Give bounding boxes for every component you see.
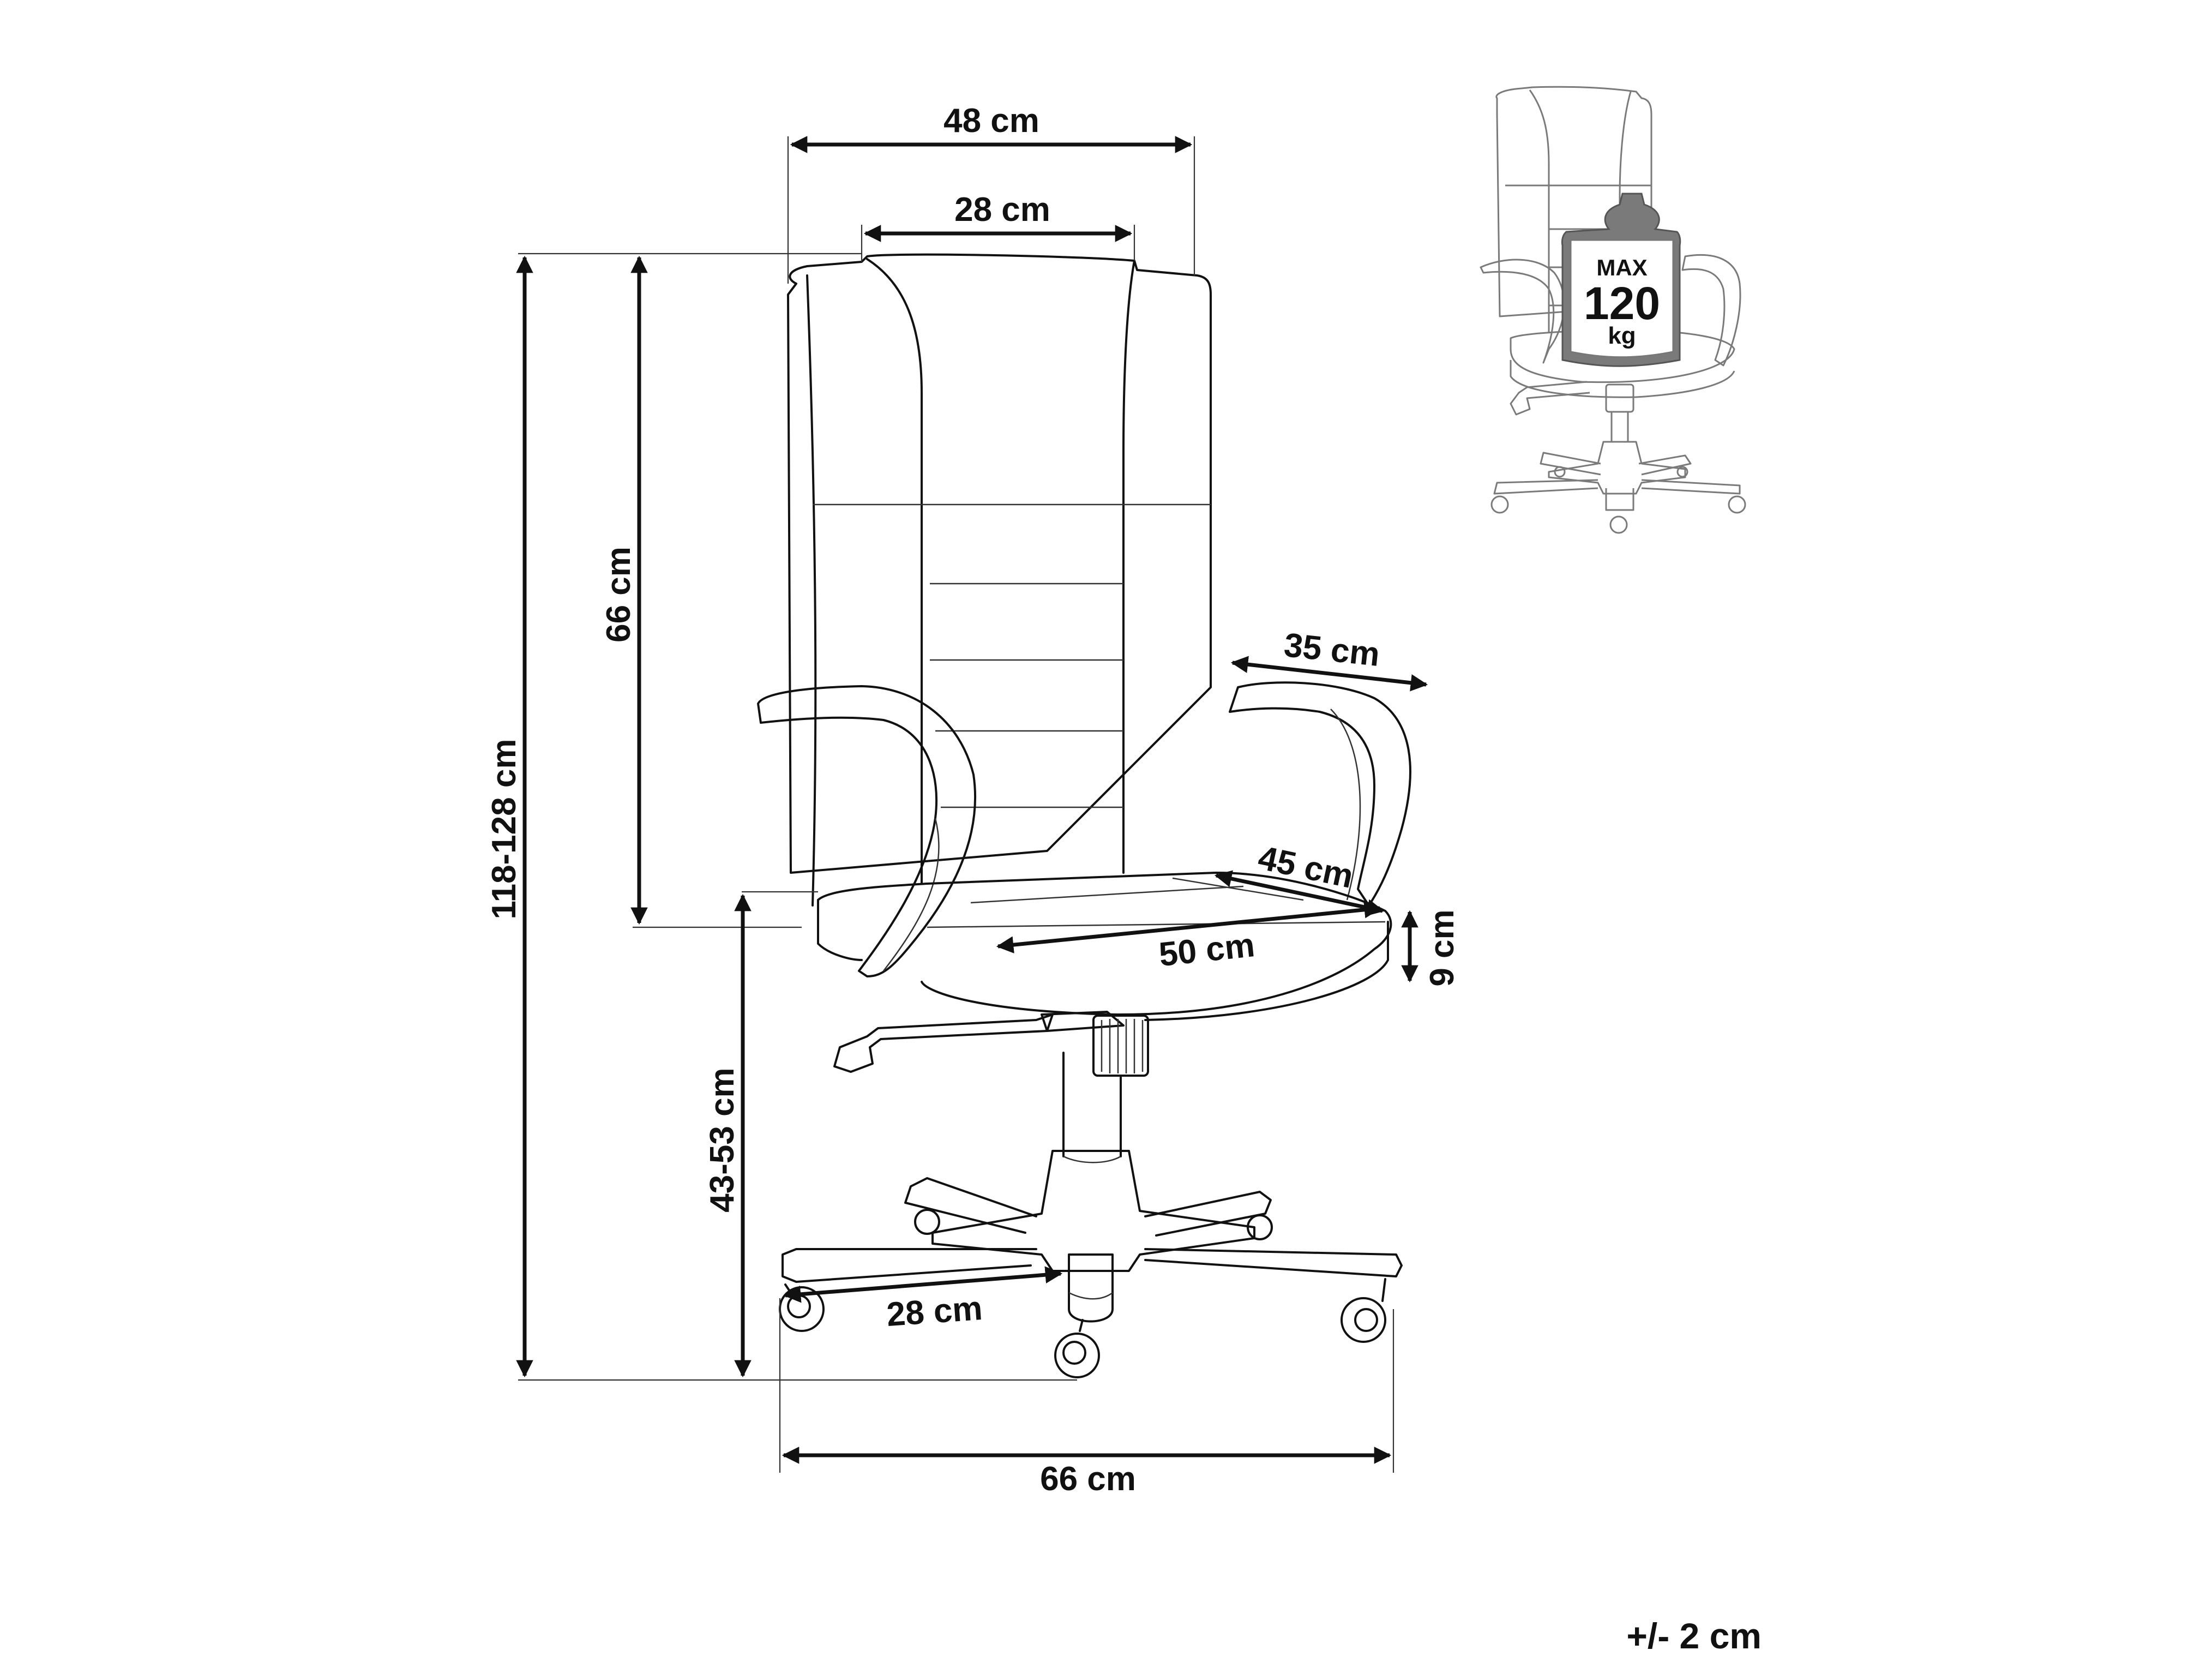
backrest-height-label: 66 cm — [600, 547, 638, 643]
dim-seat-width: 50 cm — [996, 901, 1382, 974]
backrest-width-label: 28 cm — [954, 191, 1050, 229]
weight-icon: MAX 120 kg — [1561, 193, 1681, 367]
base-radius-label: 28 cm — [885, 1289, 983, 1334]
dim-base-radius: 28 cm — [783, 1266, 1063, 1334]
load-unit: kg — [1608, 322, 1636, 349]
office-chair-icon — [757, 253, 1411, 1378]
total-height-label: 118-128 cm — [485, 739, 523, 920]
dim-base-width: 66 cm — [782, 1447, 1392, 1498]
max-load-value: 120 — [1584, 278, 1660, 329]
dim-armrest-length: 35 cm — [1230, 626, 1428, 692]
seat-width-label: 50 cm — [1157, 926, 1257, 974]
dim-seat-height: 43-53 cm — [704, 893, 752, 1378]
dim-backrest-height: 66 cm — [600, 255, 648, 925]
dim-seat-thickness: 9 cm — [1401, 909, 1461, 987]
seat-height-label: 43-53 cm — [704, 1067, 741, 1212]
armrest-length-label: 35 cm — [1282, 626, 1381, 674]
extension-lines — [518, 136, 1394, 1473]
seat-thickness-label: 9 cm — [1423, 909, 1461, 986]
tolerance-note: +/- 2 cm — [1626, 1616, 1762, 1656]
max-label: MAX — [1596, 255, 1647, 280]
dim-overall-width: 48 cm — [790, 102, 1193, 153]
dim-total-height: 118-128 cm — [485, 255, 533, 1378]
dim-backrest-width: 28 cm — [863, 191, 1133, 242]
base-width-label: 66 cm — [1040, 1460, 1136, 1498]
overall-width-label: 48 cm — [943, 102, 1039, 140]
